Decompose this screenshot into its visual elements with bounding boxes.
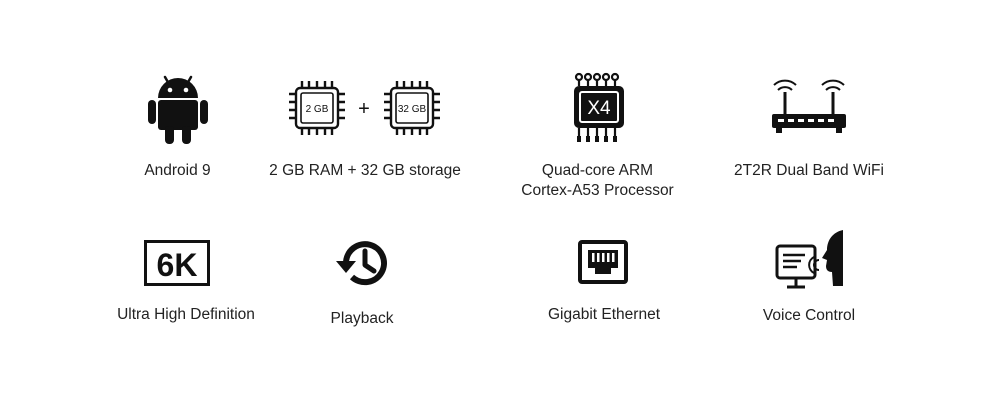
- feature-wifi: [770, 78, 848, 136]
- feature-memory: 2 GB + 32 GB: [288, 80, 443, 136]
- feature-cpu: X4: [572, 72, 626, 144]
- feature-resolution: 6K: [144, 240, 210, 286]
- resolution-label: Ultra High Definition: [117, 306, 255, 323]
- android-robot-icon: [148, 75, 208, 144]
- router-icon: [772, 79, 846, 133]
- voice-label: Voice Control: [762, 307, 856, 324]
- feature-ethernet: [578, 240, 628, 284]
- 6k-badge-text: 6K: [157, 247, 198, 283]
- ram-chip-text: 2 GB: [306, 104, 329, 115]
- cpu-chip-text: X4: [587, 98, 611, 119]
- wifi-label: 2T2R Dual Band WiFi: [734, 162, 884, 179]
- voice-control-icon: [775, 230, 843, 289]
- cpu-label-line1: Quad-core ARM: [541, 162, 654, 179]
- ethernet-port-icon: [578, 240, 628, 284]
- ethernet-label: Gigabit Ethernet: [547, 306, 660, 323]
- playback-label: Playback: [330, 310, 394, 327]
- history-icon: [336, 241, 387, 286]
- memory-label: 2 GB RAM + 32 GB storage: [269, 162, 461, 179]
- 6k-badge-icon: 6K: [144, 240, 210, 286]
- storage-chip-text: 32 GB: [398, 104, 427, 115]
- cpu-label-line2: Cortex-A53 Processor: [521, 182, 674, 199]
- chip-icon: 2 GB + 32 GB: [289, 81, 440, 135]
- android-label: Android 9: [144, 162, 211, 179]
- feature-voice: [775, 230, 843, 294]
- processor-icon: X4: [574, 72, 624, 142]
- feature-playback: [334, 236, 392, 290]
- feature-android: [148, 72, 208, 144]
- plus-sign: +: [358, 98, 370, 120]
